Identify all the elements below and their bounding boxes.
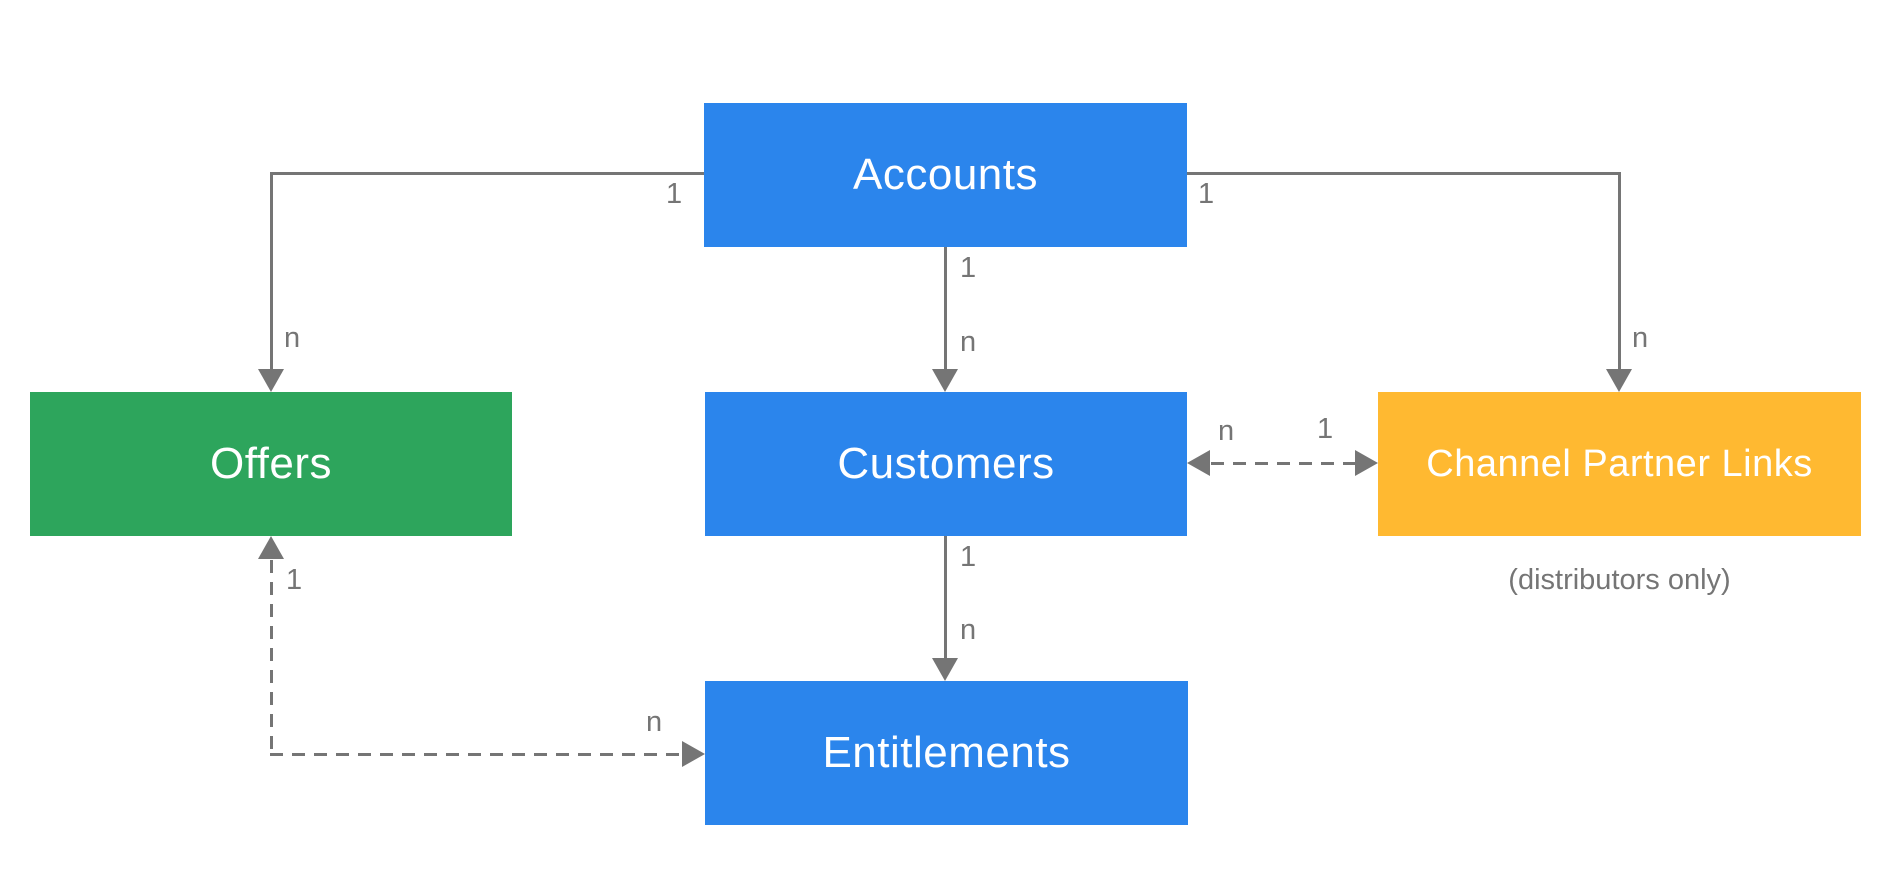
cardinality-label: 1 <box>960 252 977 284</box>
connector-accounts-cpl-vertical <box>1618 172 1621 370</box>
cardinality-label: n <box>1218 415 1235 447</box>
connector-customers-cpl-dashed <box>1211 462 1355 465</box>
connector-customers-entitlements <box>944 536 947 659</box>
node-entitlements-label: Entitlements <box>822 728 1071 777</box>
cardinality-label: n <box>284 322 301 354</box>
node-customers-label: Customers <box>837 439 1055 488</box>
arrowhead-left-icon <box>1187 450 1210 476</box>
cardinality-label: 1 <box>960 541 977 573</box>
arrowhead-down-icon <box>932 658 958 681</box>
connector-accounts-cpl-horizontal <box>1187 172 1620 175</box>
node-entitlements: Entitlements <box>705 681 1188 825</box>
connector-offers-entitlements-vertical <box>270 560 273 754</box>
arrowhead-down-icon <box>932 369 958 392</box>
connector-offers-entitlements-horizontal <box>270 753 682 756</box>
cardinality-label: n <box>960 614 977 646</box>
node-customers: Customers <box>705 392 1187 536</box>
connector-accounts-offers-horizontal <box>270 172 705 175</box>
node-channel-partner-links: Channel Partner Links <box>1378 392 1861 536</box>
connector-accounts-customers <box>944 247 947 370</box>
node-offers-label: Offers <box>209 439 332 488</box>
node-accounts: Accounts <box>704 103 1187 247</box>
channel-partner-links-note: (distributors only) <box>1508 564 1731 596</box>
arrowhead-up-icon <box>258 536 284 559</box>
cardinality-label: 1 <box>286 564 303 596</box>
cardinality-label: n <box>1632 322 1649 354</box>
node-channel-partner-links-label: Channel Partner Links <box>1426 442 1813 485</box>
cardinality-label: n <box>646 706 663 738</box>
cardinality-label: 1 <box>666 178 683 210</box>
node-accounts-label: Accounts <box>853 150 1038 199</box>
connector-accounts-offers-vertical <box>270 172 273 370</box>
arrowhead-down-icon <box>258 369 284 392</box>
cardinality-label: n <box>960 326 977 358</box>
arrowhead-down-icon <box>1606 369 1632 392</box>
node-offers: Offers <box>30 392 512 536</box>
arrowhead-right-icon <box>1355 450 1378 476</box>
cardinality-label: 1 <box>1317 413 1334 445</box>
arrowhead-right-icon <box>682 741 705 767</box>
cardinality-label: 1 <box>1198 178 1215 210</box>
